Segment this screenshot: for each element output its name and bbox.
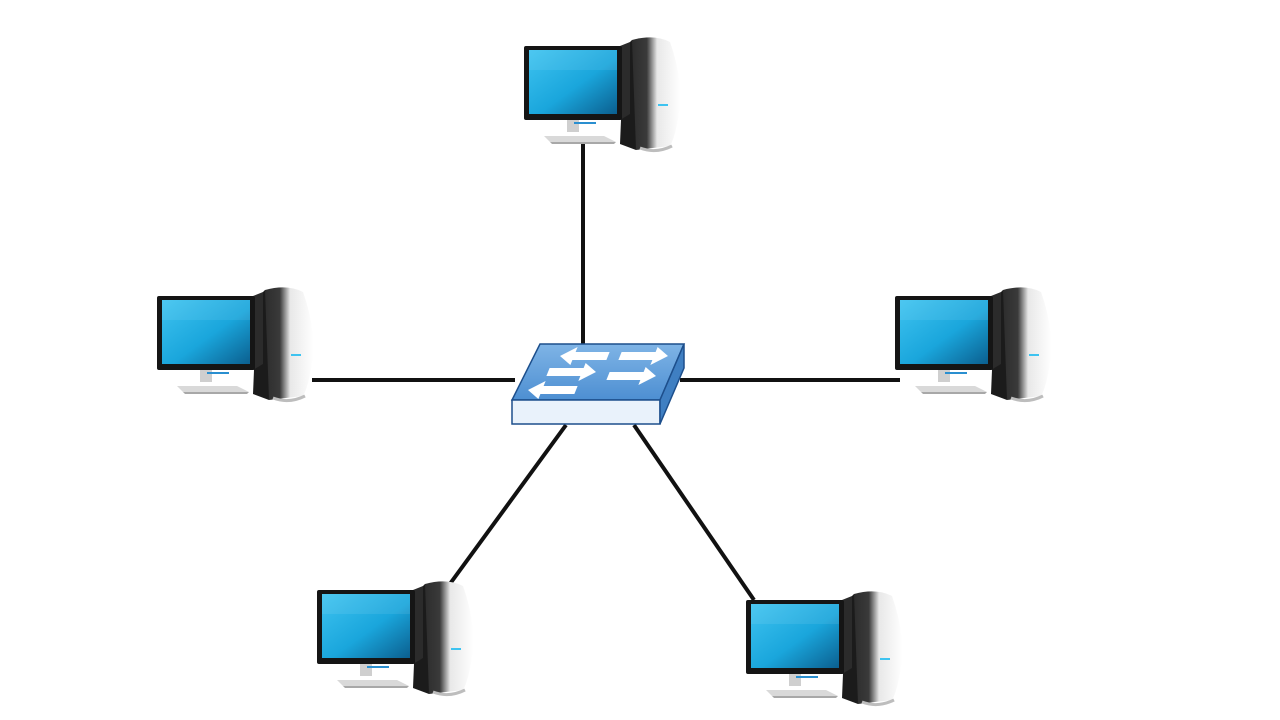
computer-right (893, 285, 1053, 403)
link-bottom-right (632, 423, 756, 602)
desktop-computer-icon (522, 35, 682, 153)
desktop-computer-icon (315, 579, 475, 697)
desktop-computer-icon (893, 285, 1053, 403)
computer-bottom-left (315, 579, 475, 697)
link-bottom-left (442, 423, 568, 594)
desktop-computer-icon (155, 285, 315, 403)
network-switch-icon (510, 343, 686, 425)
computer-top (522, 35, 682, 153)
computer-left (155, 285, 315, 403)
computer-bottom-right (744, 589, 904, 707)
desktop-computer-icon (744, 589, 904, 707)
links (312, 142, 900, 602)
